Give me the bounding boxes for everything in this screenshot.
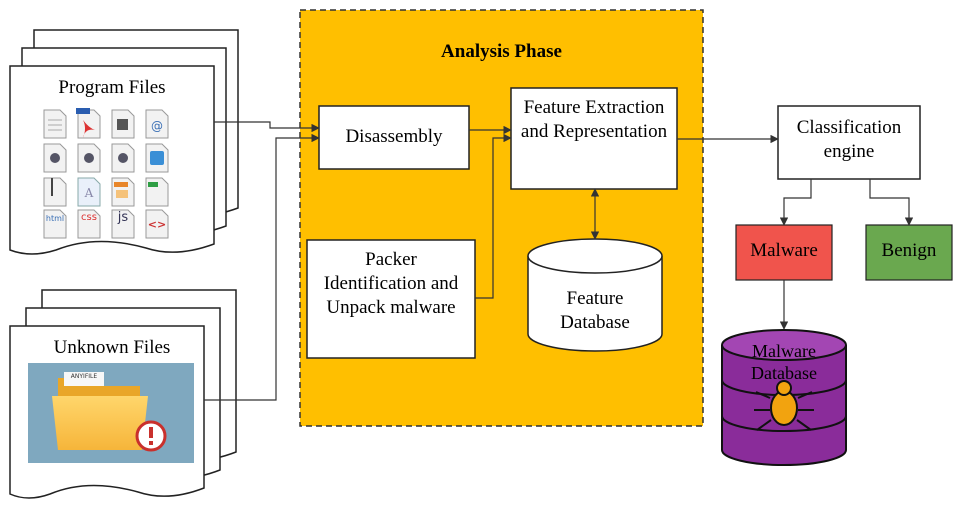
- program-files-label: Program Files: [58, 77, 166, 98]
- feature-extraction-label: Feature Extraction and Representation: [520, 97, 668, 142]
- spreadsheet-file-icon: [145, 177, 169, 207]
- benign-label: Benign: [881, 240, 937, 261]
- pdf-icon: [76, 108, 101, 139]
- classification-label: Classification engine: [796, 117, 902, 162]
- connector-lines: [204, 121, 914, 401]
- js-file-icon: [111, 209, 135, 239]
- code-file-icon: <>: [145, 209, 169, 239]
- text-file-icon: A: [77, 177, 101, 207]
- classification-box: [777, 105, 921, 180]
- svg-text:<>: <>: [148, 218, 166, 231]
- unknown-files-label: Unknown Files: [53, 337, 171, 358]
- css-icon-caption: css: [81, 212, 97, 223]
- packer-label: Packer Identification and Unpack malware: [323, 249, 459, 318]
- analysis-phase-panel: [299, 9, 704, 427]
- malware-box: [735, 224, 833, 281]
- svg-text:A: A: [84, 186, 94, 200]
- presentation-file-icon: [111, 177, 135, 207]
- document-icon: [43, 109, 67, 139]
- media-file-icon: [111, 109, 135, 139]
- js-icon-caption: js: [117, 210, 129, 225]
- disassembly-label: Disassembly: [345, 126, 443, 147]
- analysis-phase-title: Analysis Phase: [441, 41, 562, 62]
- disassembly-box: [318, 105, 470, 170]
- malware-database-cylinder: [721, 329, 847, 466]
- html-file-icon: [43, 209, 67, 239]
- feature-database-cylinder: [527, 238, 663, 352]
- feature-database-label: Feature Database: [560, 288, 630, 333]
- malware-database-label: Malware Database: [751, 341, 817, 383]
- at-file-icon: @: [145, 109, 169, 139]
- gear-file-icon: [111, 143, 135, 173]
- bug-icon: [754, 380, 814, 431]
- search-file-icon: [145, 143, 169, 173]
- html-icon-caption: html: [45, 214, 65, 223]
- zip-file-icon: [43, 177, 67, 207]
- file-icon-grid: @ A <>: [43, 108, 169, 239]
- svg-text:@: @: [151, 119, 163, 133]
- gear-file-icon: [43, 143, 67, 173]
- folder-tag-label: ANYIFILE: [70, 373, 98, 380]
- malware-label: Malware: [750, 240, 818, 261]
- gear-file-icon: [77, 143, 101, 173]
- packer-box: [306, 239, 476, 359]
- css-file-icon: [77, 209, 101, 239]
- unknown-folder-icon: [28, 363, 194, 463]
